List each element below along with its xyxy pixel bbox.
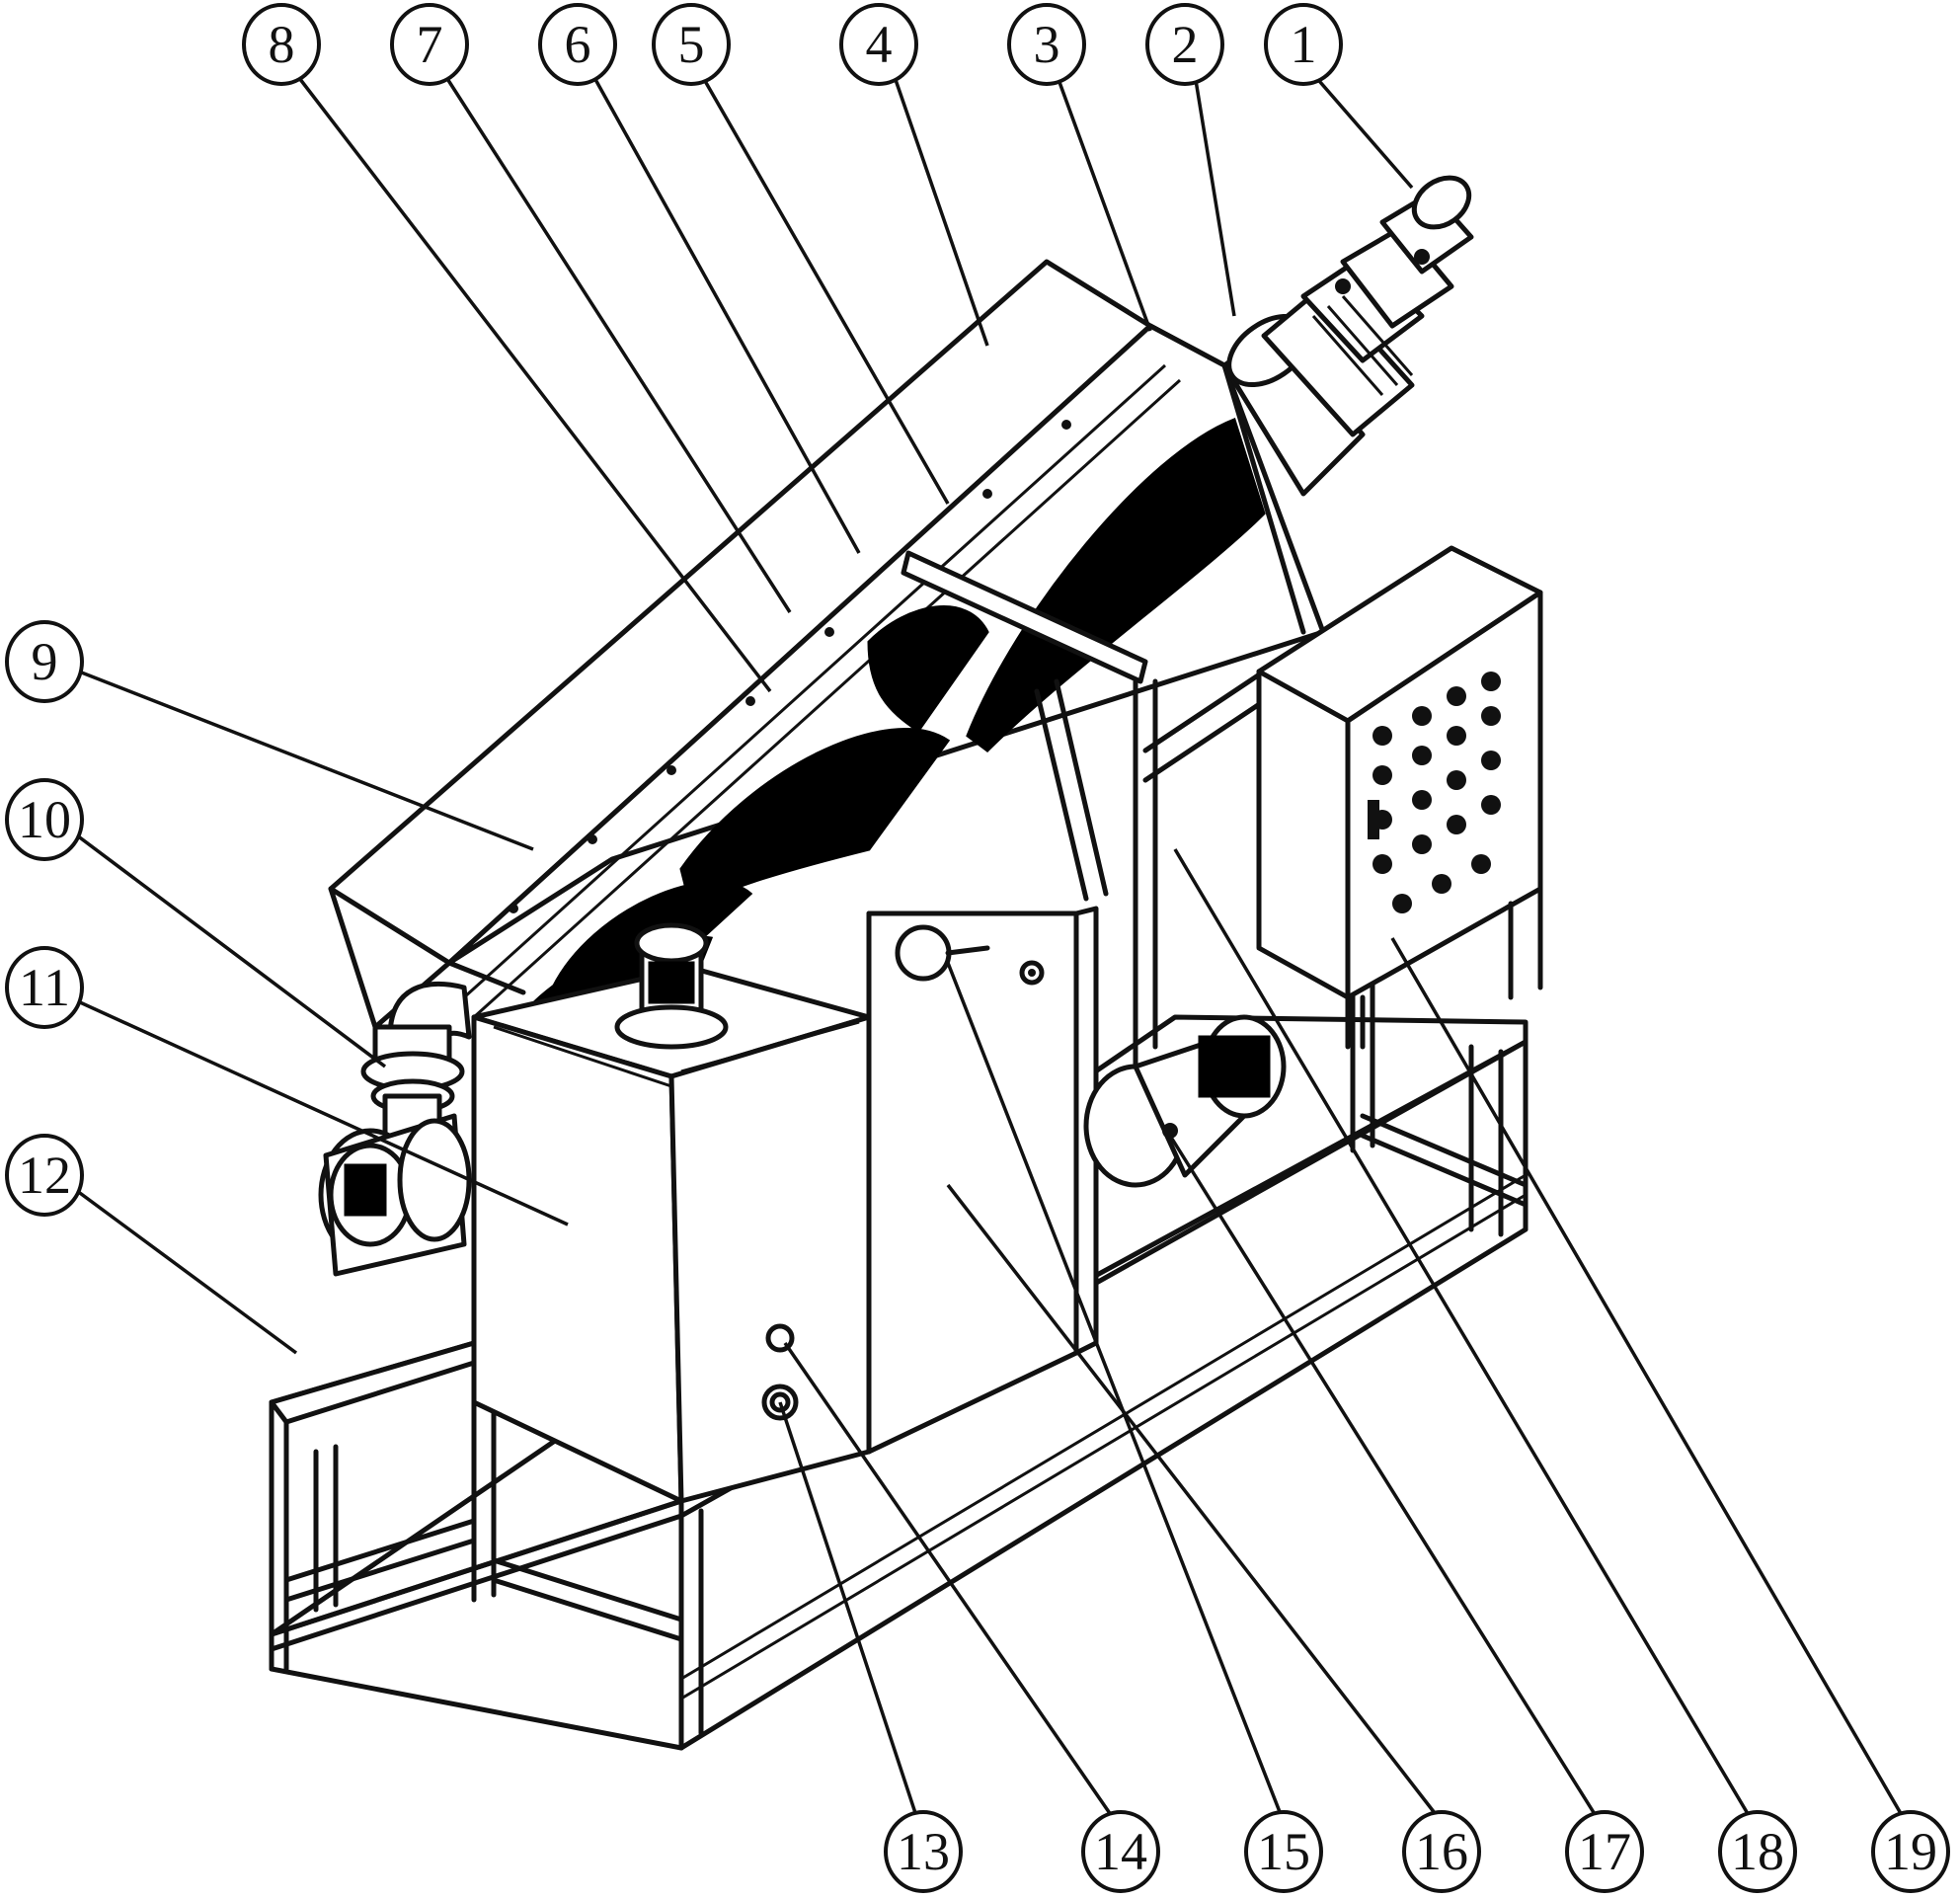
callout-13-label: 13 (897, 1822, 950, 1881)
leader-19 (1390, 937, 1908, 1823)
callout-17-label: 17 (1578, 1822, 1631, 1881)
pump-assembly (1083, 1014, 1287, 1188)
callout-15-label: 15 (1257, 1822, 1310, 1881)
side-motor (318, 1113, 472, 1277)
callout-5: 5 (652, 3, 731, 86)
callout-18: 18 (1718, 1810, 1797, 1893)
leader-9 (78, 670, 534, 851)
cabinet-buttons (1368, 672, 1501, 913)
screw-trough (328, 259, 1326, 1050)
leader-15 (946, 962, 1286, 1823)
callout-16-label: 16 (1415, 1822, 1468, 1881)
callout-15: 15 (1244, 1810, 1323, 1893)
leader-18 (1173, 848, 1755, 1823)
callouts: 1 2 3 4 5 6 7 8 9 10 11 12 13 14 15 16 1… (5, 3, 1950, 1893)
leader-11 (68, 995, 569, 1226)
leader-16 (946, 1183, 1444, 1824)
callout-17: 17 (1565, 1810, 1644, 1893)
callout-19: 19 (1871, 1810, 1950, 1893)
leader-6 (590, 73, 861, 554)
callout-9-label: 9 (32, 632, 58, 691)
callout-18-label: 18 (1731, 1822, 1784, 1881)
callout-14-label: 14 (1094, 1822, 1147, 1881)
callout-5-label: 5 (678, 15, 705, 74)
callout-10: 10 (5, 778, 84, 861)
drive-motor (1221, 175, 1474, 497)
leader-14 (783, 1342, 1118, 1823)
callout-14: 14 (1081, 1810, 1160, 1893)
callout-2: 2 (1145, 3, 1224, 86)
leader-7 (442, 73, 792, 613)
callout-6-label: 6 (565, 15, 591, 74)
leader-17 (1168, 1135, 1602, 1823)
callout-19-label: 19 (1884, 1822, 1937, 1881)
tank-box (471, 922, 872, 1504)
callout-13: 13 (884, 1810, 963, 1893)
callout-9: 9 (5, 620, 84, 703)
callout-3: 3 (1007, 3, 1086, 86)
callout-3-label: 3 (1034, 15, 1060, 74)
callout-7: 7 (390, 3, 469, 86)
base-frame (269, 980, 1529, 1751)
callout-12: 12 (5, 1134, 84, 1217)
leader-5 (699, 73, 950, 505)
pipe-elbow (360, 982, 472, 1139)
leader-8 (294, 72, 772, 693)
leader-1 (1311, 72, 1414, 190)
callout-8: 8 (242, 3, 321, 86)
control-cabinet (1256, 545, 1543, 1050)
callout-10-label: 10 (18, 790, 71, 849)
callout-2-label: 2 (1172, 15, 1199, 74)
callout-6: 6 (538, 3, 617, 86)
callout-4-label: 4 (866, 15, 893, 74)
callout-7-label: 7 (417, 15, 443, 74)
leader-lines (67, 72, 1908, 1824)
callout-12-label: 12 (18, 1146, 71, 1205)
callout-16: 16 (1402, 1810, 1481, 1893)
leader-3 (1055, 73, 1152, 332)
leader-4 (892, 73, 989, 347)
callout-1-label: 1 (1291, 15, 1317, 74)
callout-11: 11 (5, 946, 84, 1029)
callout-1: 1 (1264, 3, 1343, 86)
callout-11-label: 11 (19, 958, 70, 1017)
leader-12 (67, 1183, 298, 1355)
callout-4: 4 (839, 3, 918, 86)
leader-13 (778, 1401, 920, 1823)
callout-8-label: 8 (269, 15, 295, 74)
leader-2 (1193, 73, 1236, 317)
leader-10 (67, 828, 387, 1068)
